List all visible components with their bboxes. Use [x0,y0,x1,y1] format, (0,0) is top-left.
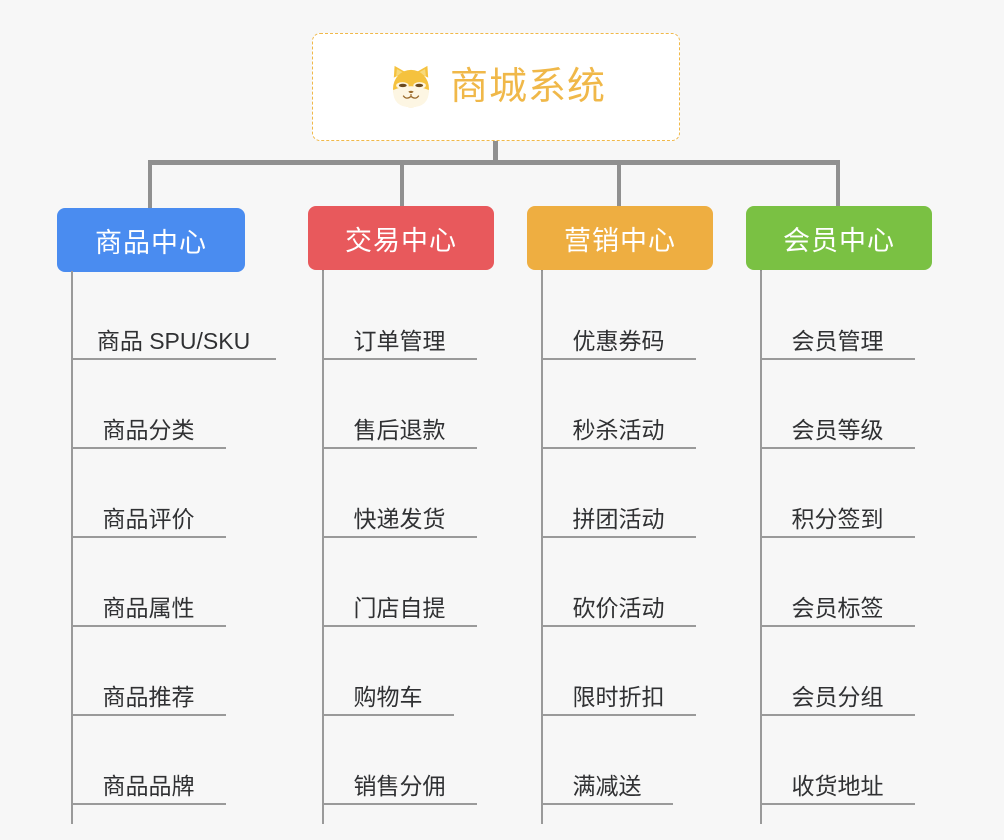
leaf-item[interactable]: 秒杀活动 [541,360,696,449]
connector-drop-4 [836,160,840,208]
root-node[interactable]: 商城系统 [312,33,680,141]
leaf-item[interactable]: 积分签到 [760,449,915,538]
category-header-1[interactable]: 商品中心 [57,208,245,272]
leaf-item[interactable]: 销售分佣 [322,716,477,805]
leaf-item[interactable]: 商品 SPU/SKU [71,271,276,360]
category-header-2[interactable]: 交易中心 [308,206,494,270]
leaf-item[interactable]: 砍价活动 [541,538,696,627]
category-header-4[interactable]: 会员中心 [746,206,932,270]
category-title-2: 交易中心 [345,225,457,256]
category-title-4: 会员中心 [783,225,895,256]
leaf-label: 积分签到 [791,505,884,532]
leaf-item[interactable]: 满减送 [541,716,673,805]
connector-root-stem [493,141,498,164]
connector-drop-3 [617,160,621,208]
leaf-label: 拼团活动 [572,505,665,532]
leaf-item[interactable]: 会员分组 [760,627,915,716]
branch-spine-2 [322,271,324,824]
leaf-label: 门店自提 [353,594,446,621]
category-header-3[interactable]: 营销中心 [527,206,713,270]
category-title-3: 营销中心 [564,225,676,256]
leaf-label: 订单管理 [353,327,446,354]
leaf-item[interactable]: 会员管理 [760,271,915,360]
leaf-label: 售后退款 [353,416,446,443]
leaf-item[interactable]: 商品推荐 [71,627,226,716]
leaf-label: 会员等级 [791,416,884,443]
leaf-label: 满减送 [572,772,642,799]
branch-spine-4 [760,271,762,824]
leaf-item[interactable]: 商品品牌 [71,716,226,805]
leaf-item[interactable]: 快递发货 [322,449,477,538]
leaf-label: 商品分类 [102,416,195,443]
leaf-label: 购物车 [353,683,423,710]
leaf-label: 收货地址 [791,772,884,799]
leaf-item[interactable]: 商品评价 [71,449,226,538]
leaf-label: 商品推荐 [102,683,195,710]
leaf-label: 商品品牌 [102,772,195,799]
leaf-label: 砍价活动 [572,594,665,621]
leaf-item[interactable]: 会员等级 [760,360,915,449]
leaf-item[interactable]: 门店自提 [322,538,477,627]
branch-spine-1 [71,271,73,824]
leaf-label: 会员管理 [791,327,884,354]
root-title: 商城系统 [449,66,606,108]
leaf-item[interactable]: 收货地址 [760,716,915,805]
leaf-item[interactable]: 售后退款 [322,360,477,449]
leaf-label: 会员标签 [791,594,884,621]
leaf-label: 销售分佣 [353,772,446,799]
connector-drop-1 [148,160,152,208]
leaf-label: 优惠券码 [572,327,665,354]
leaf-item[interactable]: 优惠券码 [541,271,696,360]
branch-spine-3 [541,271,543,824]
leaf-label: 商品评价 [102,505,195,532]
shiba-dog-icon [393,65,429,108]
leaf-label: 秒杀活动 [572,416,665,443]
leaf-label: 快递发货 [353,505,446,532]
leaf-item[interactable]: 限时折扣 [541,627,696,716]
leaf-item[interactable]: 拼团活动 [541,449,696,538]
leaf-item[interactable]: 订单管理 [322,271,477,360]
connector-drop-2 [400,160,404,208]
leaf-item[interactable]: 商品分类 [71,360,226,449]
leaf-label: 会员分组 [791,683,884,710]
leaf-label: 商品 SPU/SKU [96,327,251,354]
leaf-label: 商品属性 [102,594,195,621]
leaf-item[interactable]: 购物车 [322,627,454,716]
leaf-item[interactable]: 会员标签 [760,538,915,627]
category-title-1: 商品中心 [95,227,207,258]
leaf-item[interactable]: 商品属性 [71,538,226,627]
leaf-label: 限时折扣 [572,683,665,710]
connector-horizontal-bus [148,160,840,165]
